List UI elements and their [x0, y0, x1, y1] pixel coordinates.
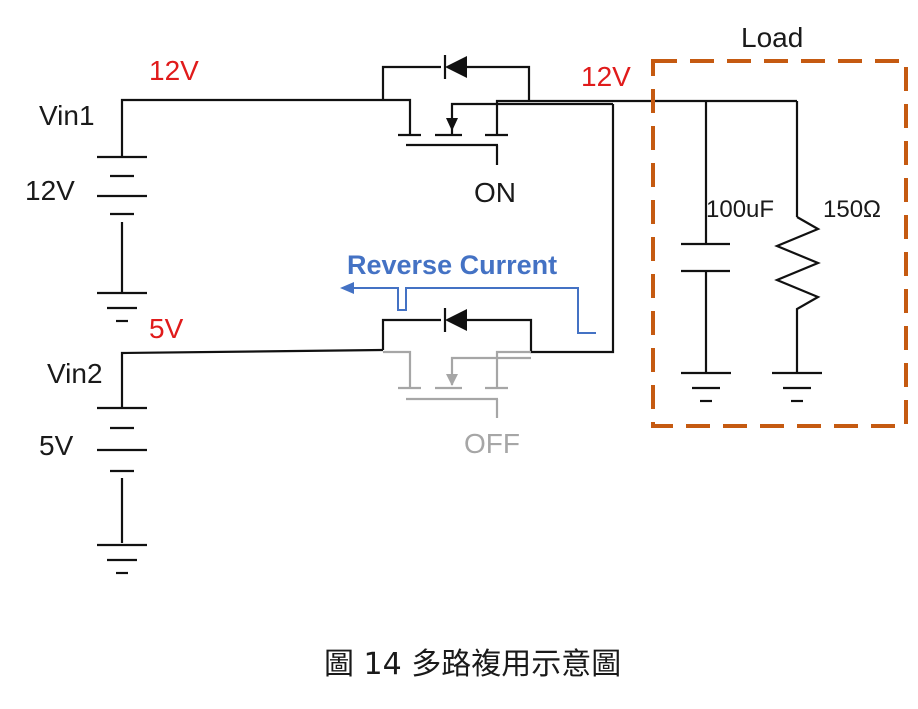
capacitor-label: 100uF: [706, 196, 774, 223]
bottom-body-diode: [445, 309, 467, 331]
vin2-battery: [97, 348, 384, 543]
vin1-label: Vin1: [39, 100, 95, 131]
vin1-node-voltage-label: 12V: [149, 55, 199, 86]
resistor-label: 150Ω: [823, 196, 881, 223]
on-label: ON: [474, 177, 516, 208]
output-bus: [529, 99, 799, 244]
off-label: OFF: [464, 428, 520, 459]
figure-caption: 圖 14 多路複用示意圖: [324, 647, 621, 682]
reverse-current-arrow: [340, 282, 596, 334]
vin1-battery: [97, 98, 383, 292]
load-box: [651, 59, 908, 428]
top-body-diode: [445, 56, 467, 78]
capacitor-100uf: [681, 242, 731, 403]
reverse-current-label: Reverse Current: [347, 250, 557, 280]
vin1-voltage-label: 12V: [25, 175, 75, 206]
vin2-ground-symbol: [97, 543, 147, 575]
top-mosfet-on: [381, 55, 613, 165]
vin2-node-voltage-label: 5V: [149, 313, 184, 344]
output-node-voltage-label: 12V: [581, 61, 631, 92]
vin2-voltage-label: 5V: [39, 430, 74, 461]
load-label: Load: [741, 22, 803, 53]
vin2-label: Vin2: [47, 358, 103, 389]
resistor-150ohm: [772, 216, 822, 403]
bottom-mosfet-off: [381, 104, 615, 418]
vin1-ground-symbol: [97, 291, 147, 323]
